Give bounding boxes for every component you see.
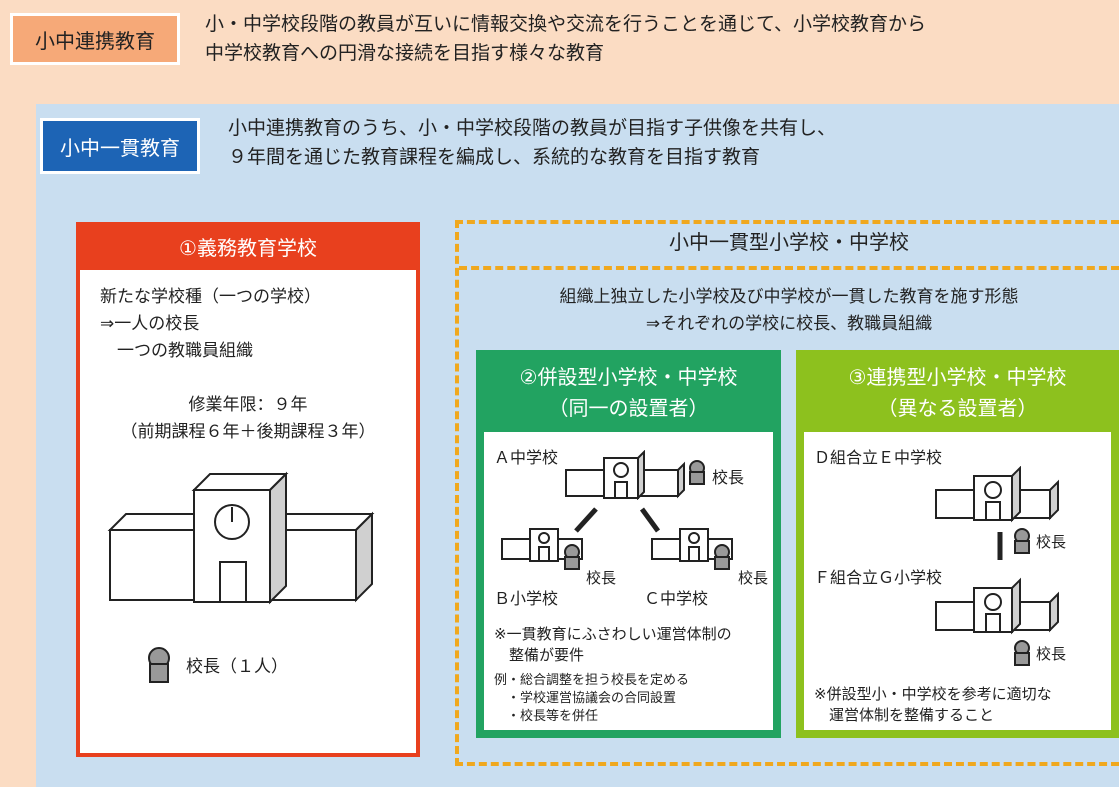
tag-shochu-ikkan: 小中一貫教育 — [40, 118, 200, 174]
ikkan-gata-divider — [459, 266, 1119, 270]
box2-example1: 例・総合調整を担う校長を定める — [494, 673, 690, 688]
principal-icon — [689, 460, 705, 485]
box2-title1: ②併設型小学校・中学校 — [519, 365, 738, 389]
tag-label: 小中一貫教育 — [60, 135, 180, 160]
ikkan-gata-title: 小中一貫型小学校・中学校 — [669, 230, 909, 254]
principal-icon — [148, 647, 170, 683]
ikkan-gata-sub2: ⇒それぞれの学校に校長、教職員組織 — [645, 314, 933, 334]
tag-label: 小中連携教育 — [35, 28, 155, 53]
box2-title2: （同一の設置者） — [548, 396, 709, 420]
box2-school-b: Ｂ小学校 — [494, 589, 559, 608]
box3-note1: ※併設型小・中学校を参考に適切な — [814, 685, 1052, 703]
box2-principal-b: 校長 — [586, 569, 617, 587]
schools-bc-icon — [501, 507, 733, 570]
renkei-description: 小・中学校段階の教員が互いに情報交換や交流を行うことを通じて、小学校教育から 中… — [205, 10, 926, 68]
box2-principal-a: 校長 — [712, 468, 745, 487]
box3-content — [804, 432, 1111, 730]
box2-example2: ・学校運営協議会の合同設置 — [494, 691, 677, 706]
box3-school-fg: Ｆ組合立Ｇ小学校 — [814, 568, 943, 587]
box1-years-detail: （前期課程６年＋後期課程３年） — [120, 422, 376, 442]
ikkan-description: 小中連携教育のうち、小・中学校段階の教員が目指す子供像を共有し、 ９年間を通じた… — [228, 114, 836, 172]
ikkan-desc-line2: ９年間を通じた教育課程を編成し、系統的な教育を目指す教育 — [228, 146, 761, 168]
schools-de-fg-icon — [935, 466, 1059, 666]
box3-title1: ③連携型小学校・中学校 — [848, 365, 1067, 389]
box1-line3: 一つの教職員組織 — [100, 341, 253, 361]
school-a-icon — [565, 450, 685, 500]
box3-principal-fg: 校長 — [1036, 645, 1067, 663]
tag-shochu-renkei: 小中連携教育 — [10, 13, 180, 65]
box3-school-de: Ｄ組合立Ｅ中学校 — [814, 448, 943, 467]
ikkan-gata-box — [455, 220, 1119, 766]
box2-note2: 整備が要件 — [494, 646, 585, 664]
box2-example3: ・校長等を併任 — [494, 709, 599, 724]
box2-school-a: Ａ中学校 — [494, 448, 559, 467]
box1-principal: 校長（１人） — [186, 657, 288, 677]
ikkan-desc-line1: 小中連携教育のうち、小・中学校段階の教員が目指す子供像を共有し、 — [228, 117, 837, 139]
ikkan-gata-sub1: 組織上独立した小学校及び中学校が一貫した教育を施す形態 — [559, 287, 1019, 307]
box2-note1: ※一貫教育にふさわしい運営体制の — [494, 625, 732, 643]
box1-years: 修業年限：９年 — [188, 395, 308, 415]
gimu-kyoiku-title: ①義務教育学校 — [76, 222, 420, 270]
box2-principal-c: 校長 — [738, 569, 769, 587]
renkei-desc-line1: 小・中学校段階の教員が互いに情報交換や交流を行うことを通じて、小学校教育から — [205, 13, 927, 35]
box2-school-c: Ｃ中学校 — [644, 589, 709, 608]
box1-line2: ⇒一人の校長 — [100, 314, 200, 334]
box3-principal-de: 校長 — [1036, 533, 1067, 551]
box3-title2: （異なる設置者） — [877, 396, 1038, 420]
box1-line1: 新たな学校種（一つの学校） — [100, 287, 321, 307]
box3-note2: 運営体制を整備すること — [814, 706, 995, 724]
school-building-icon — [107, 471, 375, 605]
renkei-desc-line2: 中学校教育への円滑な接続を目指す様々な教育 — [205, 42, 605, 64]
